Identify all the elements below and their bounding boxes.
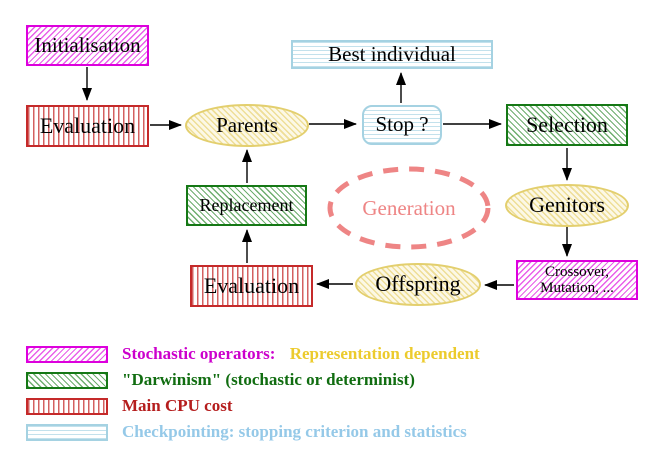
legend-swatch-cyan-stripes (26, 423, 108, 441)
node-crossover-line1: Crossover, (545, 263, 609, 280)
node-evaluation-top: Evaluation (26, 105, 149, 147)
legend-item-darwinism: "Darwinism" (stochastic or determinist) (26, 370, 415, 390)
legend-item-checkpointing: Checkpointing: stopping criterion and st… (26, 422, 467, 442)
node-parents-label: Parents (216, 112, 278, 137)
node-replacement: Replacement (186, 185, 307, 226)
node-genitors: Genitors (505, 184, 629, 227)
legend-text-darwinism: "Darwinism" (stochastic or determinist) (122, 370, 415, 390)
legend-item-stochastic-operators: Stochastic operators: Representation dep… (26, 344, 480, 364)
node-best-individual: Best individual (291, 40, 493, 69)
node-initialisation: Initialisation (26, 25, 149, 66)
legend-swatch-magenta-hatch (26, 345, 108, 363)
legend-item-main-cpu-cost: Main CPU cost (26, 396, 232, 416)
node-parents: Parents (185, 104, 309, 147)
node-offspring: Offspring (355, 263, 481, 306)
node-initialisation-label: Initialisation (34, 32, 141, 57)
node-genitors-label: Genitors (529, 192, 605, 218)
node-crossover-line2: Mutation, ... (540, 280, 614, 296)
legend-text-stochastic: Stochastic operators: Representation dep… (122, 344, 480, 364)
node-evaluation-top-label: Evaluation (39, 112, 136, 138)
node-selection: Selection (506, 104, 628, 146)
node-best-individual-label: Best individual (328, 41, 456, 66)
node-evaluation-bottom: Evaluation (190, 265, 313, 307)
legend-text-cpu: Main CPU cost (122, 396, 232, 416)
generation-label-text: Generation (362, 195, 456, 220)
node-replacement-label: Replacement (199, 194, 294, 215)
legend-swatch-red-stripes (26, 397, 108, 415)
generation-label: Generation (329, 168, 489, 248)
node-selection-label: Selection (526, 111, 608, 137)
legend-label-representation: Representation dependent (289, 344, 480, 363)
node-stop-label: Stop ? (375, 112, 429, 137)
legend-label-checkpointing: Checkpointing: stopping criterion and st… (122, 422, 467, 441)
legend-swatch-green-hatch (26, 371, 108, 389)
legend-label-stochastic: Stochastic operators: (122, 344, 276, 363)
legend-text-checkpointing: Checkpointing: stopping criterion and st… (122, 422, 467, 442)
legend-label-cpu: Main CPU cost (122, 396, 233, 415)
node-evaluation-bottom-label: Evaluation (203, 272, 300, 298)
node-stop: Stop ? (362, 105, 442, 145)
legend-label-darwinism: "Darwinism" (stochastic or determinist) (122, 370, 415, 389)
node-offspring-label: Offspring (375, 271, 461, 297)
node-crossover-mutation: Crossover, Mutation, ... (516, 260, 638, 300)
